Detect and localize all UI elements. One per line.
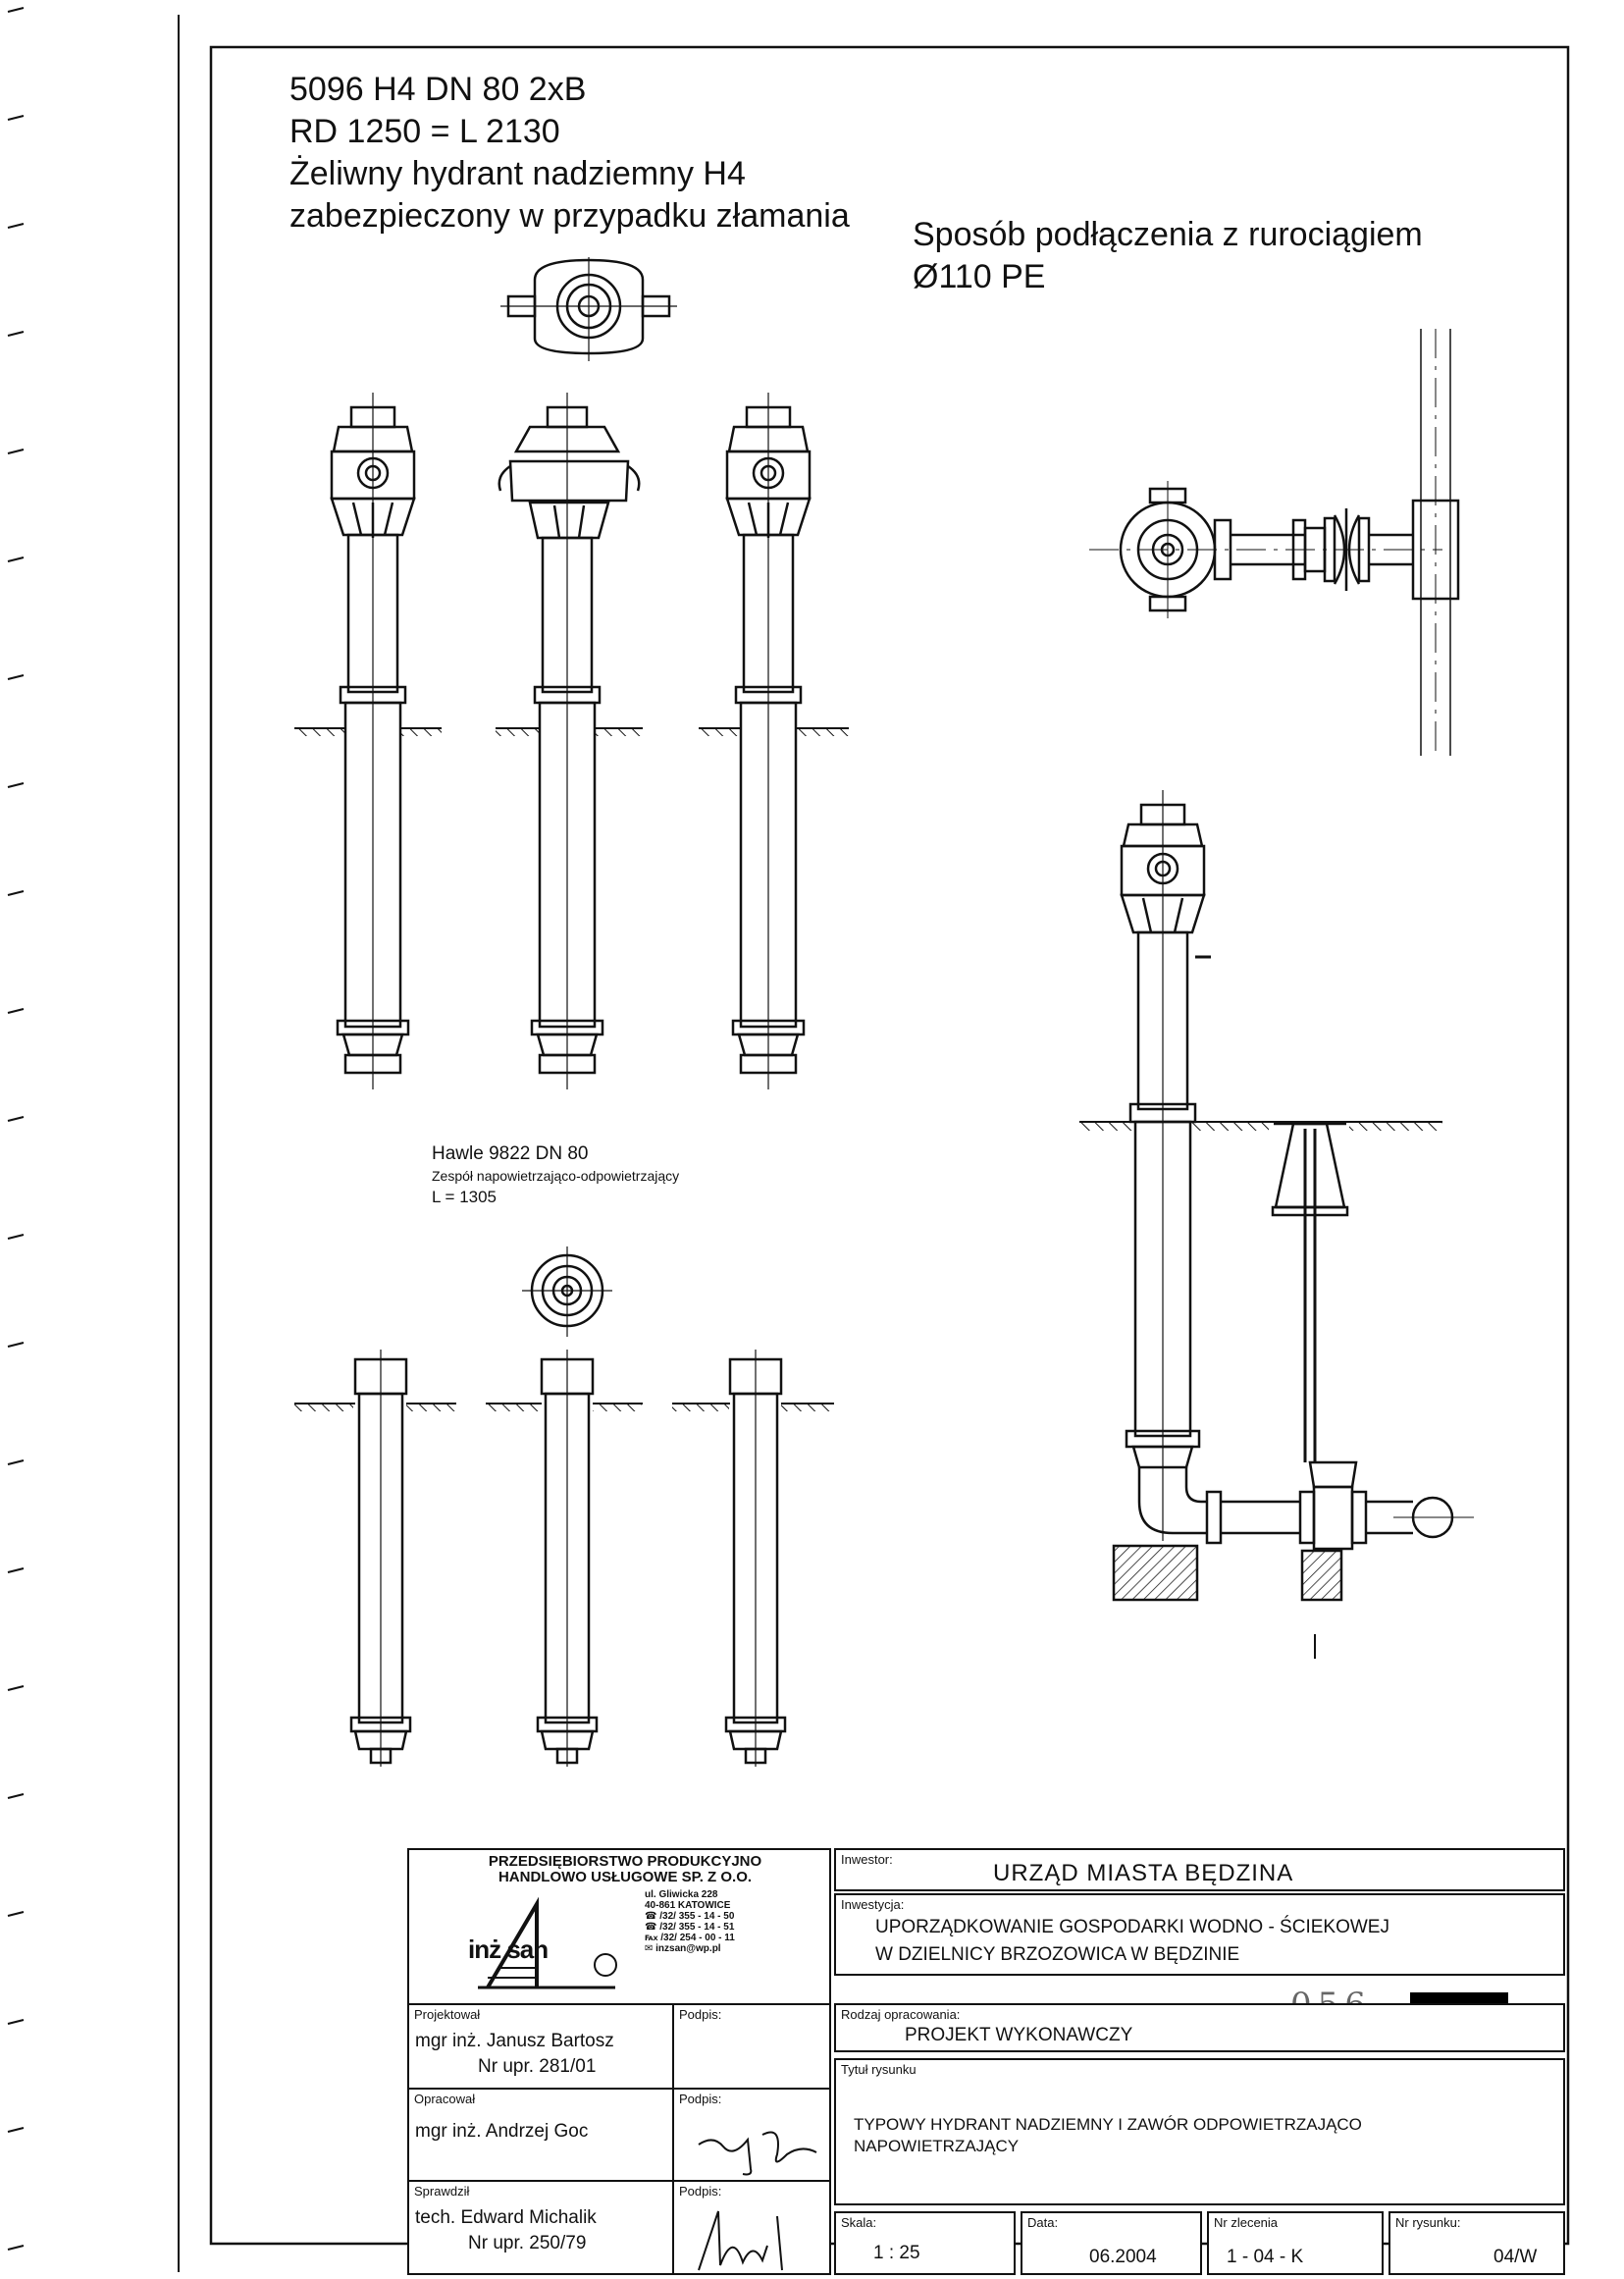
zlecenie-value: 1 - 04 - K bbox=[1227, 2247, 1304, 2267]
hydrant-elevations bbox=[294, 393, 849, 1089]
opracowal-signature-cell: Podpis: bbox=[672, 2088, 831, 2182]
inwestycja-label: Inwestycja: bbox=[841, 1897, 905, 1912]
sprawdzil-name: tech. Edward Michalik bbox=[415, 2207, 597, 2228]
company-line-2: HANDLOWO USŁUGOWE SP. Z O.O. bbox=[498, 1869, 753, 1885]
projektowal-signature-cell: Podpis: bbox=[672, 2003, 831, 2090]
data-label: Data: bbox=[1027, 2215, 1059, 2230]
rysunek-cell: Nr rysunku: 04/W bbox=[1388, 2211, 1565, 2275]
air-valve-elevations bbox=[294, 1350, 834, 1767]
rodzaj-value: PROJEKT WYKONAWCZY bbox=[905, 2025, 1133, 2045]
skala-label: Skala: bbox=[841, 2215, 877, 2230]
inwestor-value: URZĄD MIASTA BĘDZINA bbox=[993, 1860, 1294, 1886]
company-tel-1: ☎ /32/ 355 - 14 - 50 bbox=[645, 1911, 735, 1922]
sprawdzil-cell: Sprawdził tech. Edward Michalik Nr upr. … bbox=[407, 2180, 674, 2275]
company-contact: ul. Gliwicka 228 40-861 KATOWICE ☎ /32/ … bbox=[645, 1889, 735, 1954]
hawle-line-2: Zespół napowietrzająco-odpowietrzający bbox=[432, 1168, 680, 1184]
hawle-line-3: L = 1305 bbox=[432, 1188, 498, 1206]
data-value: 06.2004 bbox=[1089, 2247, 1157, 2267]
projektowal-podpis-label: Podpis: bbox=[679, 2007, 722, 2022]
company-logo bbox=[478, 1896, 617, 1989]
inwestycja-cell: Inwestycja: UPORZĄDKOWANIE GOSPODARKI WO… bbox=[834, 1893, 1565, 1976]
inwestor-label: Inwestor: bbox=[841, 1852, 893, 1867]
projektowal-nr: Nr upr. 281/01 bbox=[478, 2056, 597, 2077]
company-email: ✉ inzsan@wp.pl bbox=[645, 1943, 721, 1954]
company-logo-text: inż san bbox=[468, 1934, 549, 1964]
data-cell: Data: 06.2004 bbox=[1021, 2211, 1202, 2275]
connection-line-2: Ø110 PE bbox=[913, 258, 1046, 295]
opracowal-name: mgr inż. Andrzej Goc bbox=[415, 2121, 589, 2142]
hawle-top-view bbox=[522, 1246, 612, 1337]
opracowal-cell: Opracował mgr inż. Andrzej Goc bbox=[407, 2088, 674, 2182]
hawle-line-1: Hawle 9822 DN 80 bbox=[432, 1143, 589, 1164]
projektowal-cell: Projektował mgr inż. Janusz Bartosz Nr u… bbox=[407, 2003, 674, 2090]
opracowal-signature bbox=[698, 2131, 817, 2176]
skala-value: 1 : 25 bbox=[873, 2243, 920, 2263]
zlecenie-label: Nr zlecenia bbox=[1214, 2215, 1279, 2230]
company-street: ul. Gliwicka 228 bbox=[645, 1889, 718, 1900]
company-tel-2: ☎ /32/ 355 - 14 - 51 bbox=[645, 1922, 735, 1933]
opracowal-podpis-label: Podpis: bbox=[679, 2092, 722, 2106]
spec-line-3: Żeliwny hydrant nadziemny H4 bbox=[289, 155, 746, 192]
inwestycja-line-1: UPORZĄDKOWANIE GOSPODARKI WODNO - ŚCIEKO… bbox=[875, 1917, 1389, 1937]
company-line-1: PRZEDSIĘBIORSTWO PRODUKCYJNO bbox=[488, 1853, 762, 1870]
spec-line-1: 5096 H4 DN 80 2xB bbox=[289, 71, 587, 108]
company-city: 40-861 KATOWICE bbox=[645, 1900, 731, 1911]
rodzaj-label: Rodzaj opracowania: bbox=[841, 2007, 961, 2022]
connection-plan-view bbox=[1089, 329, 1460, 756]
tytul-label: Tytuł rysunku bbox=[841, 2062, 917, 2077]
rysunek-label: Nr rysunku: bbox=[1395, 2215, 1461, 2230]
opracowal-label: Opracował bbox=[414, 2092, 476, 2106]
company-cell: PRZEDSIĘBIORSTWO PRODUKCYJNO HANDLOWO US… bbox=[407, 1848, 831, 2005]
skala-cell: Skala: 1 : 25 bbox=[834, 2211, 1016, 2275]
margin-marks bbox=[7, 7, 25, 2251]
sprawdzil-podpis-label: Podpis: bbox=[679, 2184, 722, 2199]
sprawdzil-signature bbox=[698, 2210, 783, 2271]
sprawdzil-label: Sprawdził bbox=[414, 2184, 470, 2199]
tytul-line-2: NAPOWIETRZAJĄCY bbox=[854, 2137, 1020, 2155]
zlecenie-cell: Nr zlecenia 1 - 04 - K bbox=[1207, 2211, 1384, 2275]
hydrant-top-view bbox=[500, 257, 677, 361]
sprawdzil-signature-cell: Podpis: bbox=[672, 2180, 831, 2275]
rodzaj-cell: Rodzaj opracowania: PROJEKT WYKONAWCZY bbox=[834, 2003, 1565, 2052]
hawle-label: Hawle 9822 DN 80 Zespół napowietrzająco-… bbox=[432, 1143, 679, 1208]
spec-line-4: zabezpieczony w przypadku złamania bbox=[289, 197, 850, 235]
tytul-cell: Tytuł rysunku TYPOWY HYDRANT NADZIEMNY I… bbox=[834, 2058, 1565, 2205]
spec-line-2: RD 1250 = L 2130 bbox=[289, 113, 560, 150]
connection-heading: Sposób podłączenia z rurociągiem Ø110 PE bbox=[913, 214, 1423, 298]
company-fax: ℻ /32/ 254 - 00 - 11 bbox=[645, 1933, 735, 1943]
tytul-line-1: TYPOWY HYDRANT NADZIEMNY I ZAWÓR ODPOWIE… bbox=[854, 2115, 1362, 2134]
sprawdzil-nr: Nr upr. 250/79 bbox=[468, 2233, 587, 2253]
projektowal-name: mgr inż. Janusz Bartosz bbox=[415, 2031, 614, 2051]
connection-elevation bbox=[1079, 790, 1474, 1659]
inwestycja-line-2: W DZIELNICY BRZOZOWICA W BĘDZINIE bbox=[875, 1944, 1240, 1965]
hydrant-spec-header: 5096 H4 DN 80 2xB RD 1250 = L 2130 Żeliw… bbox=[289, 69, 850, 238]
title-block: PRZEDSIĘBIORSTWO PRODUKCYJNO HANDLOWO US… bbox=[407, 1848, 1565, 2275]
inwestor-cell: Inwestor: URZĄD MIASTA BĘDZINA bbox=[834, 1848, 1565, 1891]
projektowal-label: Projektował bbox=[414, 2007, 481, 2022]
rysunek-value: 04/W bbox=[1493, 2247, 1538, 2267]
connection-line-1: Sposób podłączenia z rurociągiem bbox=[913, 216, 1423, 253]
